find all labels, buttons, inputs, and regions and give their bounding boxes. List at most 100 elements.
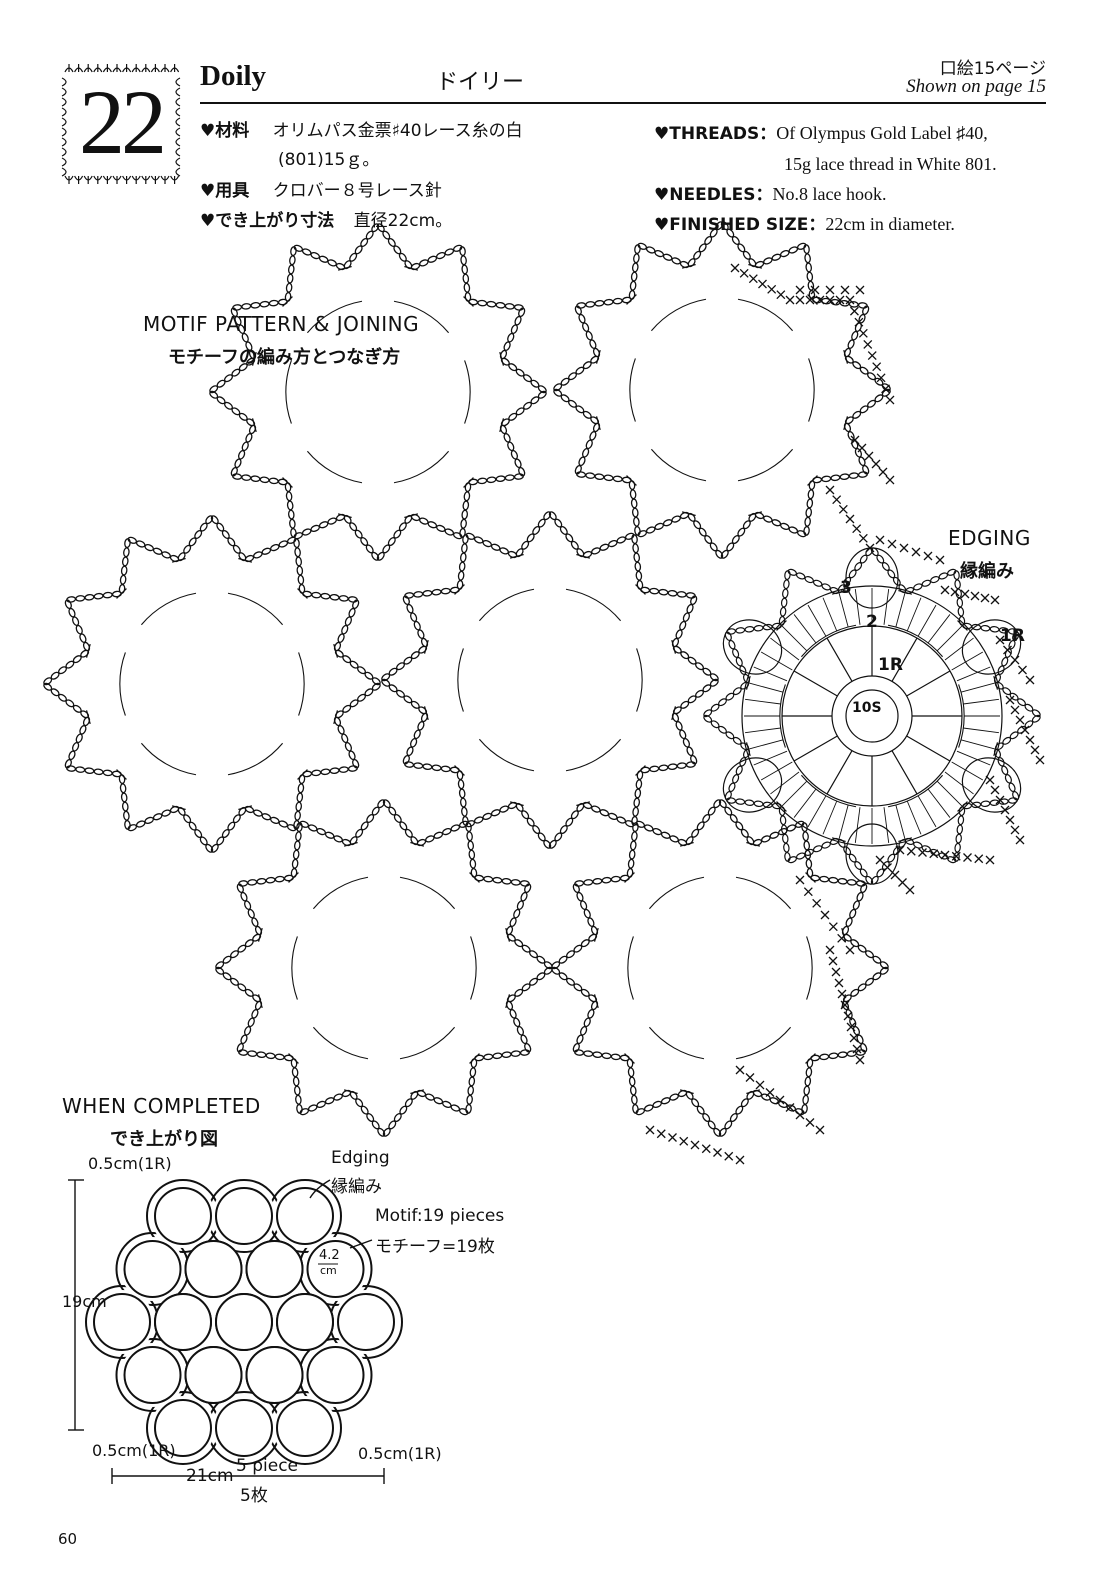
chart-round <box>741 585 1003 847</box>
slip-stitch-mark <box>238 805 253 811</box>
border-ornament <box>175 147 181 157</box>
treble-crochet-mark <box>883 589 890 625</box>
chain-stitch <box>583 1050 594 1057</box>
chain-stitch <box>690 595 698 606</box>
chain-stitch <box>122 556 129 567</box>
chain-stitch <box>288 509 295 520</box>
treble-crochet-mark <box>960 682 996 693</box>
treble-crochet-mark <box>745 727 781 734</box>
chain-stitch <box>662 519 673 527</box>
chain-stitch <box>830 474 841 482</box>
single-crochet-mark <box>767 284 777 294</box>
chain-stitch <box>955 588 962 599</box>
slip-stitch-mark <box>748 511 763 517</box>
chain-stitch <box>805 262 812 273</box>
chain-stitch <box>452 532 463 540</box>
chain-stitch <box>735 627 746 634</box>
treble-crochet-mark <box>956 750 991 766</box>
chain-stitch <box>862 464 870 475</box>
chain-stitch <box>205 515 214 525</box>
single-crochet-mark <box>980 593 990 603</box>
chain-stitch <box>269 544 280 552</box>
border-ornament <box>150 64 160 73</box>
single-crochet-mark <box>855 1055 865 1065</box>
chain-stitch <box>728 639 736 650</box>
stitch-arc <box>470 936 477 1000</box>
single-crochet-mark <box>845 945 855 955</box>
chain-stitch <box>804 576 814 584</box>
chain-stitch <box>495 475 506 482</box>
stitch-arc <box>399 876 456 910</box>
chain-stitch <box>667 763 678 770</box>
chain-stitch <box>462 500 470 511</box>
single-crochet-mark <box>832 495 842 505</box>
treble-crochet-mark <box>944 637 974 661</box>
chain-stitch <box>980 800 991 808</box>
single-crochet-mark <box>838 504 848 514</box>
slip-stitch-mark <box>679 841 694 847</box>
chain-stitch <box>762 801 773 809</box>
edging-en-label: Edging <box>331 1148 390 1168</box>
chain-stitch <box>310 524 321 532</box>
chain-stitch <box>501 878 512 885</box>
chain-stitch <box>796 530 807 538</box>
border-ornament <box>93 175 103 184</box>
chain-stitch <box>327 517 337 525</box>
chain-stitch <box>913 583 923 591</box>
chain-stitch <box>292 1076 300 1087</box>
chain-stitch <box>849 908 857 919</box>
chain-stitch <box>1001 765 1009 776</box>
chain-stitch <box>633 253 640 264</box>
slip-stitch-mark <box>337 265 352 271</box>
slip-stitch-mark <box>957 801 968 812</box>
slip-stitch-mark <box>343 841 358 847</box>
chain-stitch <box>348 607 356 618</box>
single-crochet-mark <box>795 285 805 295</box>
single-crochet-mark <box>825 285 835 295</box>
chain-stitch <box>1001 656 1009 667</box>
chain-stitch <box>821 583 831 591</box>
chain-stitch <box>307 1104 318 1112</box>
chain-stitch <box>450 1104 461 1112</box>
threads-value: Of Olympus Gold Label ♯40, <box>776 123 988 143</box>
chain-stitch <box>524 883 532 894</box>
chain-stitch <box>251 917 259 927</box>
chain-stitch <box>805 507 812 518</box>
chain-stitch <box>806 271 814 282</box>
chain-stitch <box>419 259 429 267</box>
chain-stitch <box>649 765 660 773</box>
stitch-arc <box>629 358 636 422</box>
chain-stitch <box>510 449 518 460</box>
dim-bottom-left-label: 0.5cm(1R) <box>92 1441 176 1460</box>
chain-stitch <box>662 253 673 261</box>
chain-stitch <box>591 547 601 555</box>
chain-stitch <box>631 831 638 842</box>
finished-value: 22cm in diameter. <box>825 214 955 234</box>
chain-stitch <box>848 301 859 308</box>
chain-stitch <box>458 788 466 799</box>
chain-stitch <box>788 526 799 534</box>
chain-stitch <box>828 1052 839 1060</box>
chain-stitch <box>846 879 857 886</box>
needles-value: No.8 lace hook. <box>772 184 887 204</box>
chain-stitch <box>632 543 639 554</box>
chain-stitch <box>780 597 788 608</box>
chain-stitch <box>616 536 627 544</box>
chain-stitch <box>1004 774 1012 784</box>
chain-stitch <box>431 764 442 772</box>
border-ornament <box>112 64 122 73</box>
border-ornament <box>131 175 141 184</box>
chain-stitch <box>293 244 304 252</box>
chain-stitch <box>513 1017 521 1028</box>
chain-stitch <box>417 629 425 639</box>
border-ornament <box>61 87 67 97</box>
chain-stitch <box>812 579 823 587</box>
chain-stitch <box>633 552 640 563</box>
chain-stitch <box>1012 791 1020 801</box>
slip-stitch-mark <box>993 742 999 757</box>
slip-stitch-mark <box>993 675 999 690</box>
chain-stitch <box>795 572 806 580</box>
single-crochet-mark <box>867 351 877 361</box>
border-ornament <box>175 87 181 97</box>
chain-stitch <box>295 556 302 567</box>
